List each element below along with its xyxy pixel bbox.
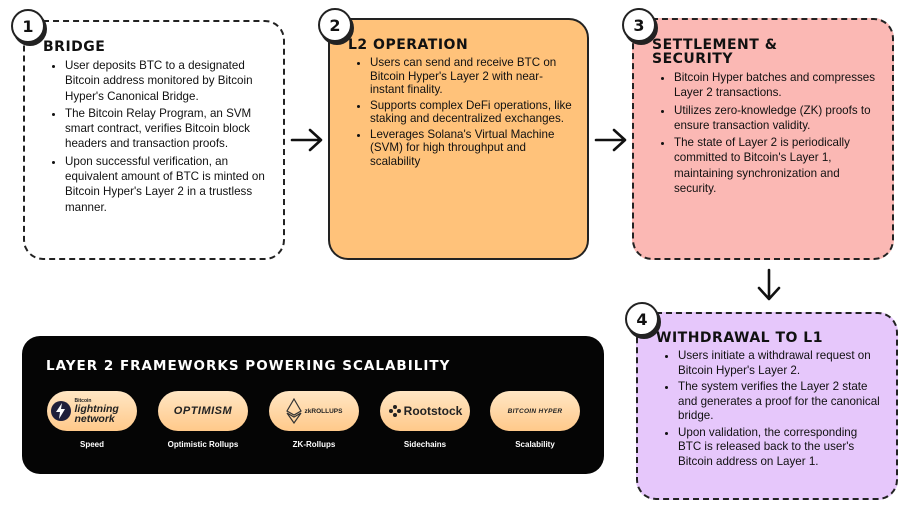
list-item: Users can send and receive BTC on Bitcoi… xyxy=(370,56,573,97)
list-item: Upon successful verification, an equival… xyxy=(65,154,269,215)
framework-logo-tag: Bitcoin xyxy=(74,398,92,404)
framework-caption: Optimistic Rollups xyxy=(167,440,239,449)
framework-logo-text: zkROLLUPS xyxy=(304,407,343,415)
step-2-card: L2 OPERATION Users can send and receive … xyxy=(328,18,589,260)
step-3-card: SETTLEMENT & SECURITY Bitcoin Hyper batc… xyxy=(632,18,894,260)
list-item: Bitcoin Hyper batches and compresses Lay… xyxy=(674,70,878,101)
step-3-title: SETTLEMENT & SECURITY xyxy=(652,37,778,67)
list-item: Supports complex DeFi operations, like s… xyxy=(370,99,573,126)
lightning-bolt-icon xyxy=(50,401,71,421)
step-2-badge: 2 xyxy=(318,8,352,42)
framework-logo-rootstock: Rootstock xyxy=(380,391,470,431)
step-3-badge: 3 xyxy=(622,8,656,42)
framework-caption: Speed xyxy=(79,440,104,449)
frameworks-panel-title: LAYER 2 FRAMEWORKS POWERING SCALABILITY xyxy=(46,358,451,374)
list-item: Utilizes zero-knowledge (ZK) proofs to e… xyxy=(674,103,878,134)
framework-logo-optimism: OPTIMISM xyxy=(158,391,248,431)
arrow-right-icon xyxy=(290,128,323,152)
step-3-list: Bitcoin Hyper batches and compresses Lay… xyxy=(652,70,878,196)
arrow-right-icon xyxy=(594,128,627,152)
step-4-badge: 4 xyxy=(625,302,659,336)
arrow-down-icon xyxy=(757,268,781,301)
list-item: Users initiate a withdrawal request on B… xyxy=(678,349,882,378)
step-1-badge: 1 xyxy=(11,9,45,43)
framework-logo-lightning: Bitcoin lightning network xyxy=(47,391,137,431)
rootstock-logo-icon xyxy=(388,405,401,417)
step-4-title: WITHDRAWAL TO L1 xyxy=(656,330,823,346)
frameworks-panel: LAYER 2 FRAMEWORKS POWERING SCALABILITY … xyxy=(22,336,604,474)
step-4-card: WITHDRAWAL TO L1 Users initiate a withdr… xyxy=(636,312,898,500)
step-2-title: L2 OPERATION xyxy=(348,37,469,53)
list-item: Leverages Solana's Virtual Machine (SVM)… xyxy=(370,128,573,169)
framework-caption: ZK-Rollups xyxy=(292,440,336,449)
optimism-logo: OPTIMISM xyxy=(173,405,233,417)
list-item: Upon validation, the corresponding BTC i… xyxy=(678,426,882,470)
step-4-list: Users initiate a withdrawal request on B… xyxy=(656,349,882,469)
framework-logo-text: Rootstock xyxy=(403,404,463,418)
list-item: User deposits BTC to a designated Bitcoi… xyxy=(65,58,269,104)
list-item: The Bitcoin Relay Program, an SVM smart … xyxy=(65,106,269,152)
framework-caption: Sidechains xyxy=(403,440,447,449)
framework-logo-zkrollups: zkROLLUPS xyxy=(269,391,359,431)
list-item: The system verifies the Layer 2 state an… xyxy=(678,380,882,424)
step-1-list: User deposits BTC to a designated Bitcoi… xyxy=(43,58,269,215)
list-item: The state of Layer 2 is periodically com… xyxy=(674,135,878,196)
step-2-list: Users can send and receive BTC on Bitcoi… xyxy=(348,56,573,168)
framework-logo-text: lightning network xyxy=(74,403,119,425)
step-1-card: BRIDGE User deposits BTC to a designated… xyxy=(23,20,285,260)
framework-logo-bitcoin-hyper: BITCOIN HYPER xyxy=(490,391,580,431)
ethereum-diamond-icon xyxy=(285,398,302,424)
step-1-title: BRIDGE xyxy=(43,39,106,55)
framework-caption: Scalability xyxy=(515,440,555,449)
bitcoin-hyper-logo: BITCOIN HYPER xyxy=(507,407,563,415)
